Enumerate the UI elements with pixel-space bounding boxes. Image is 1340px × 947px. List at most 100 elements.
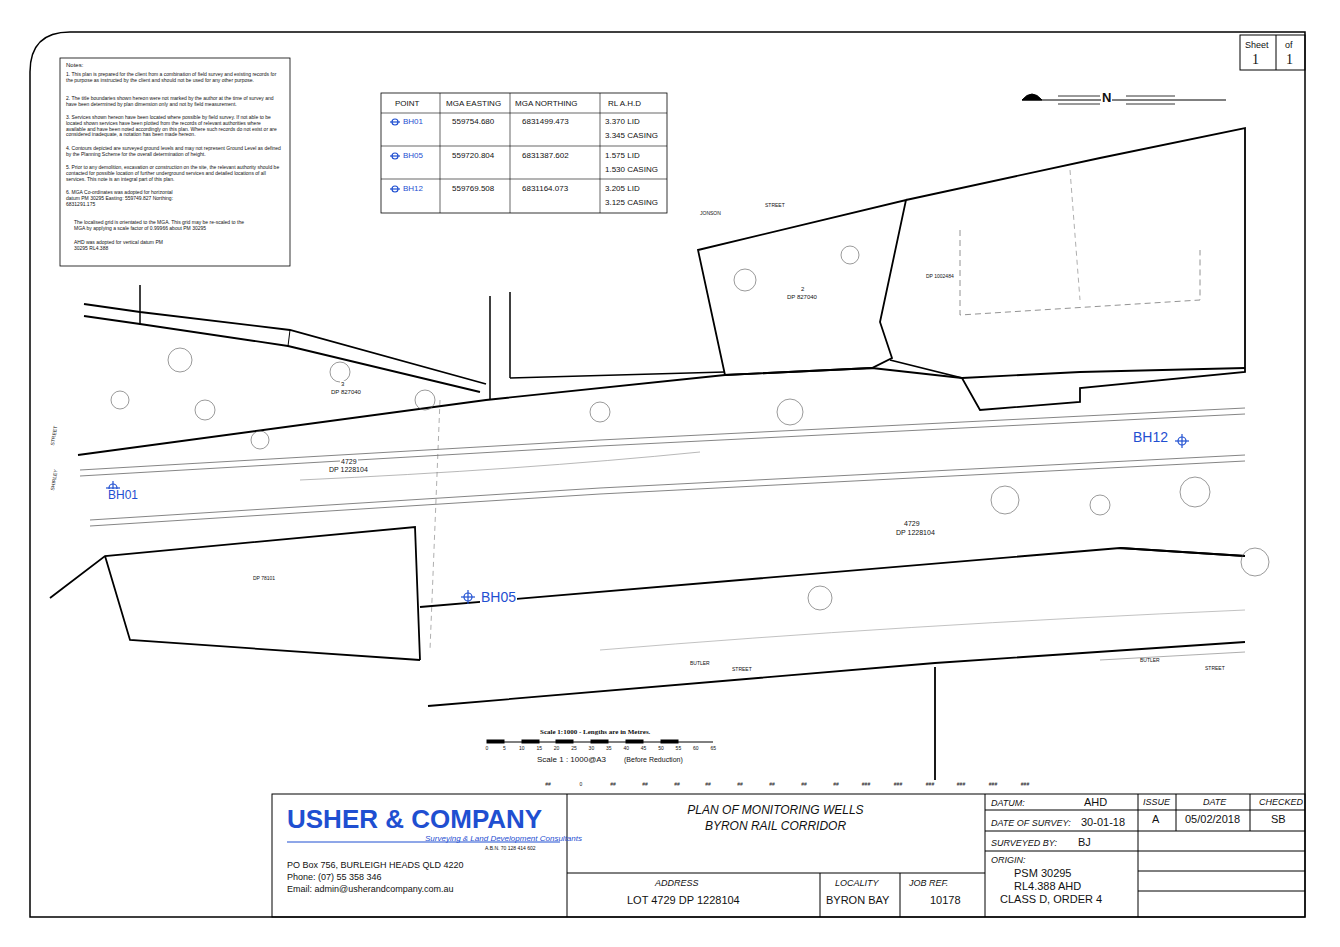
street-name: STREET [50, 426, 59, 446]
note: 1. This plan is prepared for the client … [66, 72, 281, 84]
well-id: BH01 [403, 117, 423, 126]
lot-dp: DP 1002484 [925, 274, 955, 280]
grid-mark: ## [737, 782, 743, 788]
grid-mark: ## [769, 782, 775, 788]
field-heading: CHECKED [1259, 797, 1303, 807]
scale-tick: 25 [571, 746, 577, 752]
field-value: CLASS D, ORDER 4 [1000, 893, 1102, 906]
table-header: POINT [395, 99, 419, 108]
field-heading: SURVEYED BY: [991, 838, 1057, 848]
field-value: 10178 [930, 894, 961, 907]
field-heading: DATUM: [991, 798, 1025, 808]
note: AHD was adopted for vertical datum PM 30… [74, 240, 174, 252]
scale-note: (Before Reduction) [624, 756, 683, 764]
sheet-number: 1 [1252, 52, 1259, 68]
north-letter: N [1101, 91, 1112, 106]
table-header: RL A.H.D [608, 99, 641, 108]
scale-tick: 5 [503, 746, 506, 752]
grid-mark: ## [642, 782, 648, 788]
field-heading: DATE OF SURVEY: [991, 818, 1071, 828]
note: 5. Prior to any demolition, excavation o… [66, 165, 281, 182]
table-cell: 559720.804 [452, 151, 494, 160]
contact-line: Phone: (07) 55 358 346 [287, 872, 382, 882]
street-name: BUTLER [1140, 658, 1160, 664]
table-cell: 6831499.473 [522, 117, 569, 126]
well-label: BH01 [107, 489, 139, 503]
scale-tick: 20 [554, 746, 560, 752]
lot-dp: DP 1228104 [895, 529, 936, 537]
field-heading: ADDRESS [655, 878, 699, 888]
field-value: BJ [1078, 836, 1091, 849]
street-name: JONSON [700, 211, 721, 217]
grid-mark: ### [926, 782, 934, 788]
street-name: STREET [732, 667, 752, 673]
field-heading: ISSUE [1143, 797, 1170, 807]
scale-tick: 0 [486, 746, 489, 752]
grid-mark: ## [833, 782, 839, 788]
grid-mark: ## [801, 782, 807, 788]
table-header: MGA EASTING [446, 99, 501, 108]
well-label: BH12 [1132, 429, 1169, 445]
company-logo: USHER & COMPANY [287, 805, 542, 835]
note: 2. The title boundaries shown hereon wer… [66, 96, 281, 108]
contact-line: PO Box 756, BURLEIGH HEADS QLD 4220 [287, 860, 464, 870]
scale-tick: 30 [589, 746, 595, 752]
scale-tick: 55 [676, 746, 682, 752]
scale-tick: 60 [693, 746, 699, 752]
grid-mark: ### [989, 782, 997, 788]
grid-mark: ### [862, 782, 870, 788]
scale-tick: 35 [606, 746, 612, 752]
note: 4. Contours depicted are surveyed ground… [66, 146, 281, 158]
scale-tick: 45 [641, 746, 647, 752]
lot-number: 3 [340, 381, 345, 388]
field-heading: LOCALITY [835, 878, 879, 888]
street-name: BUTLER [690, 661, 710, 667]
scale-tick: 65 [710, 746, 716, 752]
note: 6. MGA Co-ordinates was adopted for hori… [66, 190, 186, 207]
street-name: STREET [765, 203, 785, 209]
lot-number: 4729 [340, 458, 358, 466]
table-cell: 6831164.073 [522, 184, 568, 193]
lot-dp: DP 827040 [786, 294, 818, 301]
lot-number: 2 [800, 286, 805, 293]
street-name: STREET [1205, 666, 1225, 672]
field-value: AHD [1084, 796, 1107, 809]
field-value: RL4.388 AHD [1014, 880, 1081, 893]
grid-mark: ## [610, 782, 616, 788]
scale-tick: 10 [519, 746, 525, 752]
table-cell: 559769.508 [452, 184, 494, 193]
grid-mark: ### [894, 782, 902, 788]
sheet-label: of [1285, 40, 1293, 50]
well-id: BH05 [403, 151, 423, 160]
table-cell: 1.530 CASING [605, 165, 658, 174]
table-cell: 3.125 CASING [605, 198, 658, 207]
lot-dp: DP 827040 [330, 389, 362, 396]
street-name: SHIRLEY [50, 469, 59, 491]
scale-tick: 15 [536, 746, 542, 752]
field-heading: ORIGIN: [991, 855, 1026, 865]
table-header: MGA NORTHING [515, 99, 578, 108]
note: 3. Services shown hereon have been locat… [66, 115, 281, 138]
grid-mark: 0 [580, 782, 583, 788]
table-cell: 6831387.602 [522, 151, 569, 160]
contact-line: Email: admin@usherandcompany.com.au [287, 884, 454, 894]
grid-mark: ## [674, 782, 680, 788]
well-label: BH05 [480, 589, 517, 605]
table-cell: 3.345 CASING [605, 131, 658, 140]
field-value: 30-01-18 [1081, 816, 1125, 829]
field-heading: JOB REF. [909, 878, 948, 888]
scale-tick: 50 [658, 746, 664, 752]
grid-mark: ### [957, 782, 965, 788]
sheet-number: 1 [1286, 52, 1293, 68]
grid-mark: ### [1021, 782, 1029, 788]
table-cell: 559754.680 [452, 117, 494, 126]
table-cell: 3.370 LID [605, 117, 640, 126]
grid-mark: ## [545, 782, 551, 788]
field-value: A [1152, 813, 1159, 826]
field-value: SB [1271, 813, 1286, 826]
field-value: PSM 30295 [1014, 867, 1071, 880]
plan-title: PLAN OF MONITORING WELLS BYRON RAIL CORR… [673, 802, 878, 834]
scale-tick: 40 [623, 746, 629, 752]
